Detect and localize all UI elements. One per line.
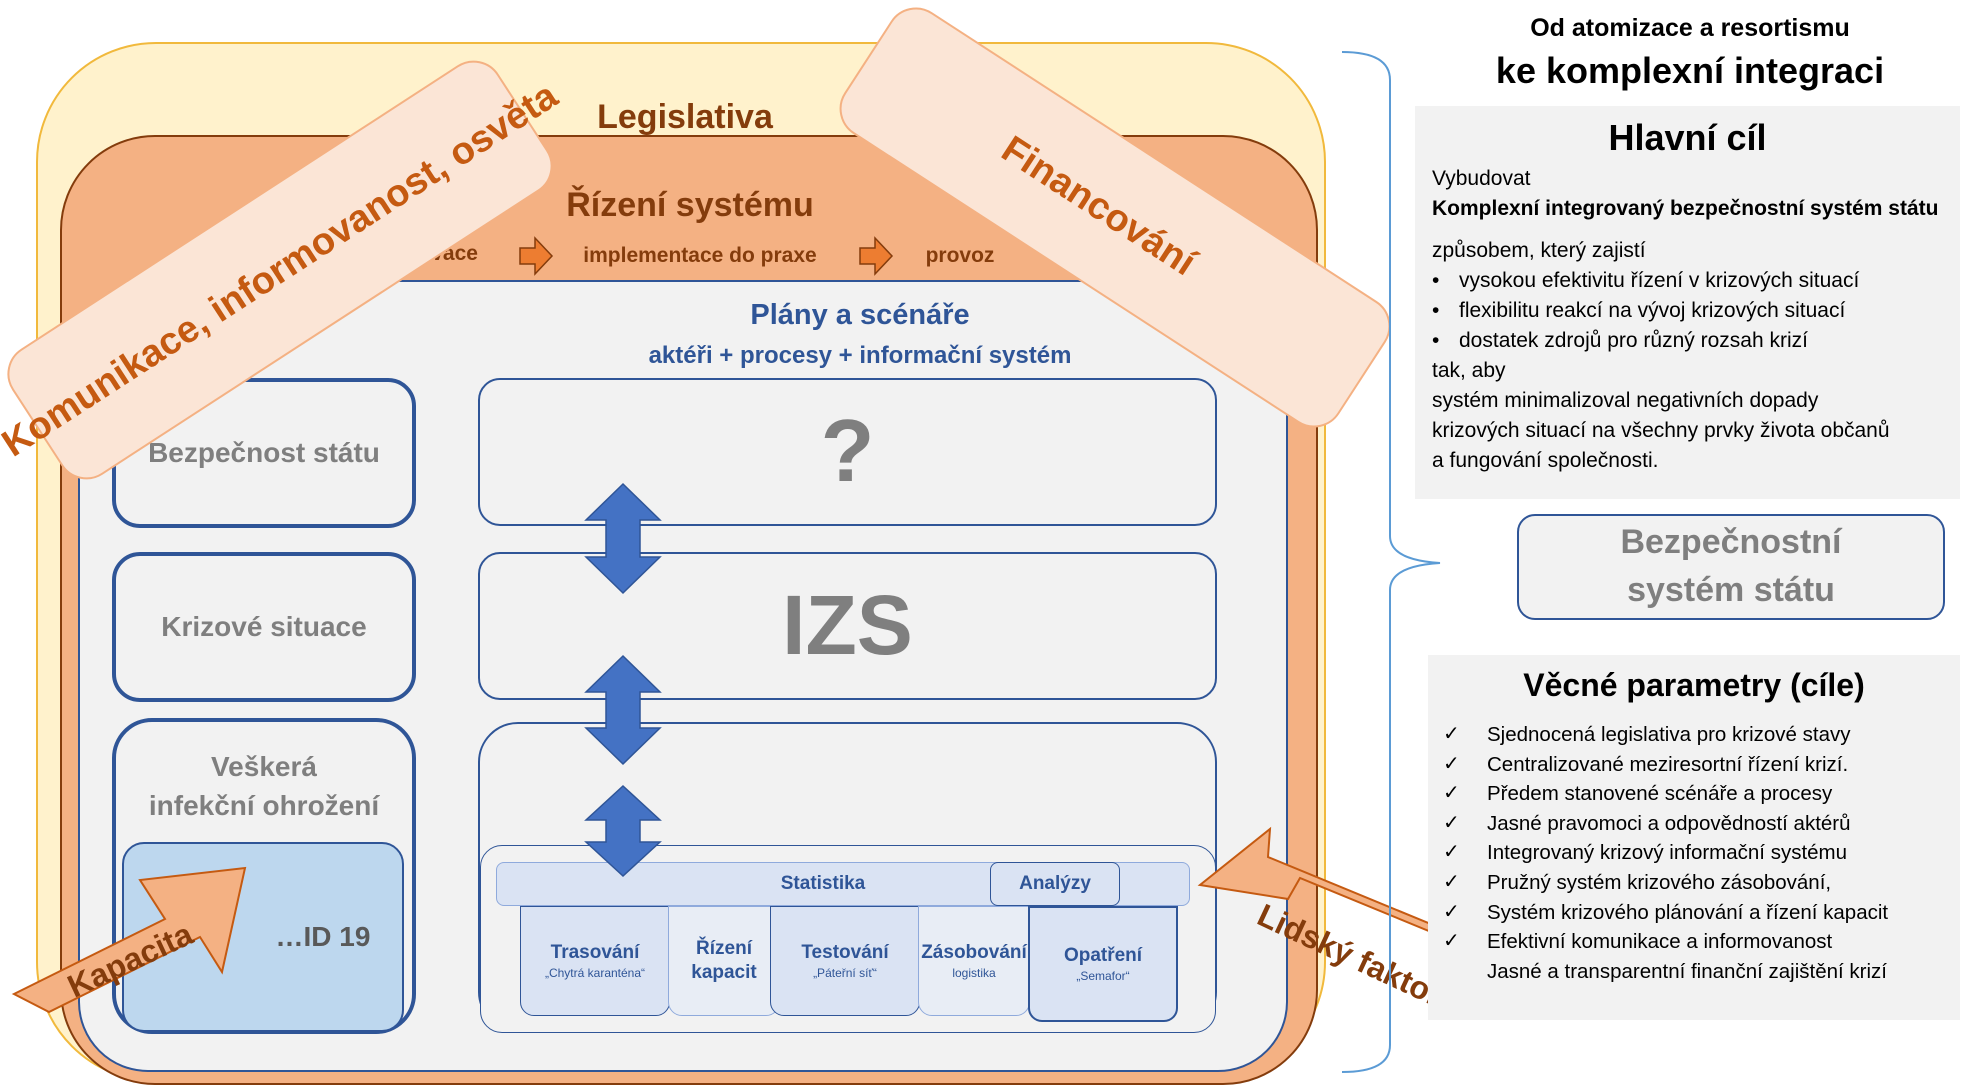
bezpecnost-statu-label: Bezpečnost státu <box>148 437 380 469</box>
hlavni-cil-line1: Vybudovat <box>1432 167 1531 190</box>
right-heading-line2: ke komplexní integraci <box>1495 50 1885 91</box>
hlavni-cil-title: Hlavní cíl <box>1608 117 1767 158</box>
check-icon: ✓ <box>1443 752 1460 775</box>
check-icon: ✓ <box>1443 811 1460 834</box>
tool-zasobovani: Zásobování logistika <box>918 906 1030 1016</box>
tool-rizeni-kapacit: Řízení kapacit <box>668 906 780 1016</box>
krizove-situace-label: Krizové situace <box>161 611 367 643</box>
double-arrow-1 <box>584 482 662 595</box>
analyzy-box: Analýzy <box>990 862 1120 906</box>
tool-trasovani-subtitle: „Chytrá karanténa“ <box>544 966 646 981</box>
bezpecnostni-system-line2: systém státu <box>1627 571 1835 609</box>
double-arrow-3 <box>584 784 662 878</box>
process-arrow-2 <box>859 236 894 276</box>
process-step-implementace: implementace do praxe <box>583 244 817 267</box>
lidsky-faktor-arrow <box>1197 826 1471 949</box>
vecne-parametry-item: Pružný systém krizového zásobování, <box>1487 871 1832 894</box>
right-heading-line1: Od atomizace a resortismu <box>1530 13 1850 42</box>
krizove-situace-box: Krizové situace <box>112 552 416 702</box>
tool-zasobovani-subtitle: logistika <box>952 966 996 981</box>
right-brace-path <box>1341 51 1441 1073</box>
hlavni-cil-line5: systém minimalizoval negativních dopady <box>1432 389 1819 412</box>
infekcni-line2: infekční ohrožení <box>148 790 380 822</box>
check-icon: ✓ <box>1443 930 1460 953</box>
question-label: ? <box>820 401 875 500</box>
process-step-provoz: provoz <box>925 244 995 267</box>
tool-opatreni: Opatření „Semafor“ <box>1028 906 1178 1022</box>
check-icon: ✓ <box>1443 900 1460 923</box>
izs-box <box>478 552 1217 700</box>
vecne-parametry-item: Jasné a transparentní finanční zajištění… <box>1487 959 1887 983</box>
vecne-parametry-item: Systém krizového plánování a řízení kapa… <box>1487 900 1889 924</box>
analyzy-label: Analýzy <box>1019 873 1091 894</box>
tool-zasobovani-title: Zásobování <box>921 941 1027 963</box>
tool-opatreni-subtitle: „Semafor“ <box>1076 969 1130 984</box>
hlavni-cil-line6: krizových situací na všechny prvky život… <box>1432 419 1890 442</box>
tool-testovani-title: Testování <box>801 941 889 963</box>
vecne-parametry-item: Efektivní komunikace a informovanost <box>1487 930 1833 954</box>
infekcni-line1: Veškerá <box>211 751 317 782</box>
hlavni-cil-line4: tak, aby <box>1432 359 1506 382</box>
izs-label: IZS <box>782 577 913 672</box>
tool-rizeni-kapacit-title: Řízení kapacit <box>691 938 757 983</box>
hlavni-cil-line3: způsobem, který zajistí <box>1432 239 1646 262</box>
rizeni-systemu-title: Řízení systému <box>566 185 814 224</box>
check-icon: ✓ <box>1443 871 1460 893</box>
covid-label: …ID 19 <box>275 921 371 952</box>
tool-trasovani-title: Trasování <box>550 941 640 963</box>
vecne-parametry-item: Jasné pravomoci a odpovědností aktérů <box>1487 811 1851 835</box>
vecne-parametry-title: Věcné parametry (cíle) <box>1523 666 1865 703</box>
hlavni-cil-bullet: dostatek zdrojů pro různý rozsah krizí <box>1432 326 1808 356</box>
tool-testovani-subtitle: „Páteřní síť“ <box>813 966 877 981</box>
check-icon: ✓ <box>1443 841 1460 864</box>
hlavni-cil-bullet: vysokou efektivitu řízení v krizových si… <box>1432 266 1859 296</box>
tool-opatreni-title: Opatření <box>1063 944 1143 966</box>
legislativa-title: Legislativa <box>597 97 773 136</box>
vecne-parametry-item: Centralizované meziresortní řízení krizí… <box>1487 752 1849 776</box>
double-arrow-2 <box>584 654 662 766</box>
vecne-parametry-box <box>1428 655 1960 1020</box>
plany-title: Plány a scénáře <box>750 298 970 331</box>
plany-subtitle: aktéři + procesy + informační systém <box>648 342 1072 369</box>
bezpecnostni-system-box: Bezpečnostní systém státu <box>1517 514 1945 620</box>
hlavni-cil-line2: Komplexní integrovaný bezpečnostní systé… <box>1432 197 1939 220</box>
check-icon: ✓ <box>1443 782 1460 805</box>
statistika-label: Statistika <box>780 873 866 894</box>
check-icon: ✓ <box>1443 723 1460 745</box>
question-box <box>478 378 1217 526</box>
process-arrow-1 <box>519 236 554 276</box>
hlavni-cil-bullet: flexibilitu reakcí na vývoj krizových si… <box>1432 296 1845 326</box>
vecne-parametry-item: Integrovaný krizový informační systému <box>1487 841 1848 865</box>
vecne-parametry-item: Sjednocená legislativa pro krizové stavy <box>1487 723 1851 746</box>
hlavni-cil-line7: a fungování společnosti. <box>1432 449 1659 472</box>
vecne-parametry-item: Předem stanovené scénáře a procesy <box>1487 782 1833 806</box>
bezpecnostni-system-line1: Bezpečnostní <box>1620 523 1842 562</box>
tool-trasovani: Trasování „Chytrá karanténa“ <box>520 906 670 1016</box>
kapacita-arrow <box>11 866 247 1014</box>
